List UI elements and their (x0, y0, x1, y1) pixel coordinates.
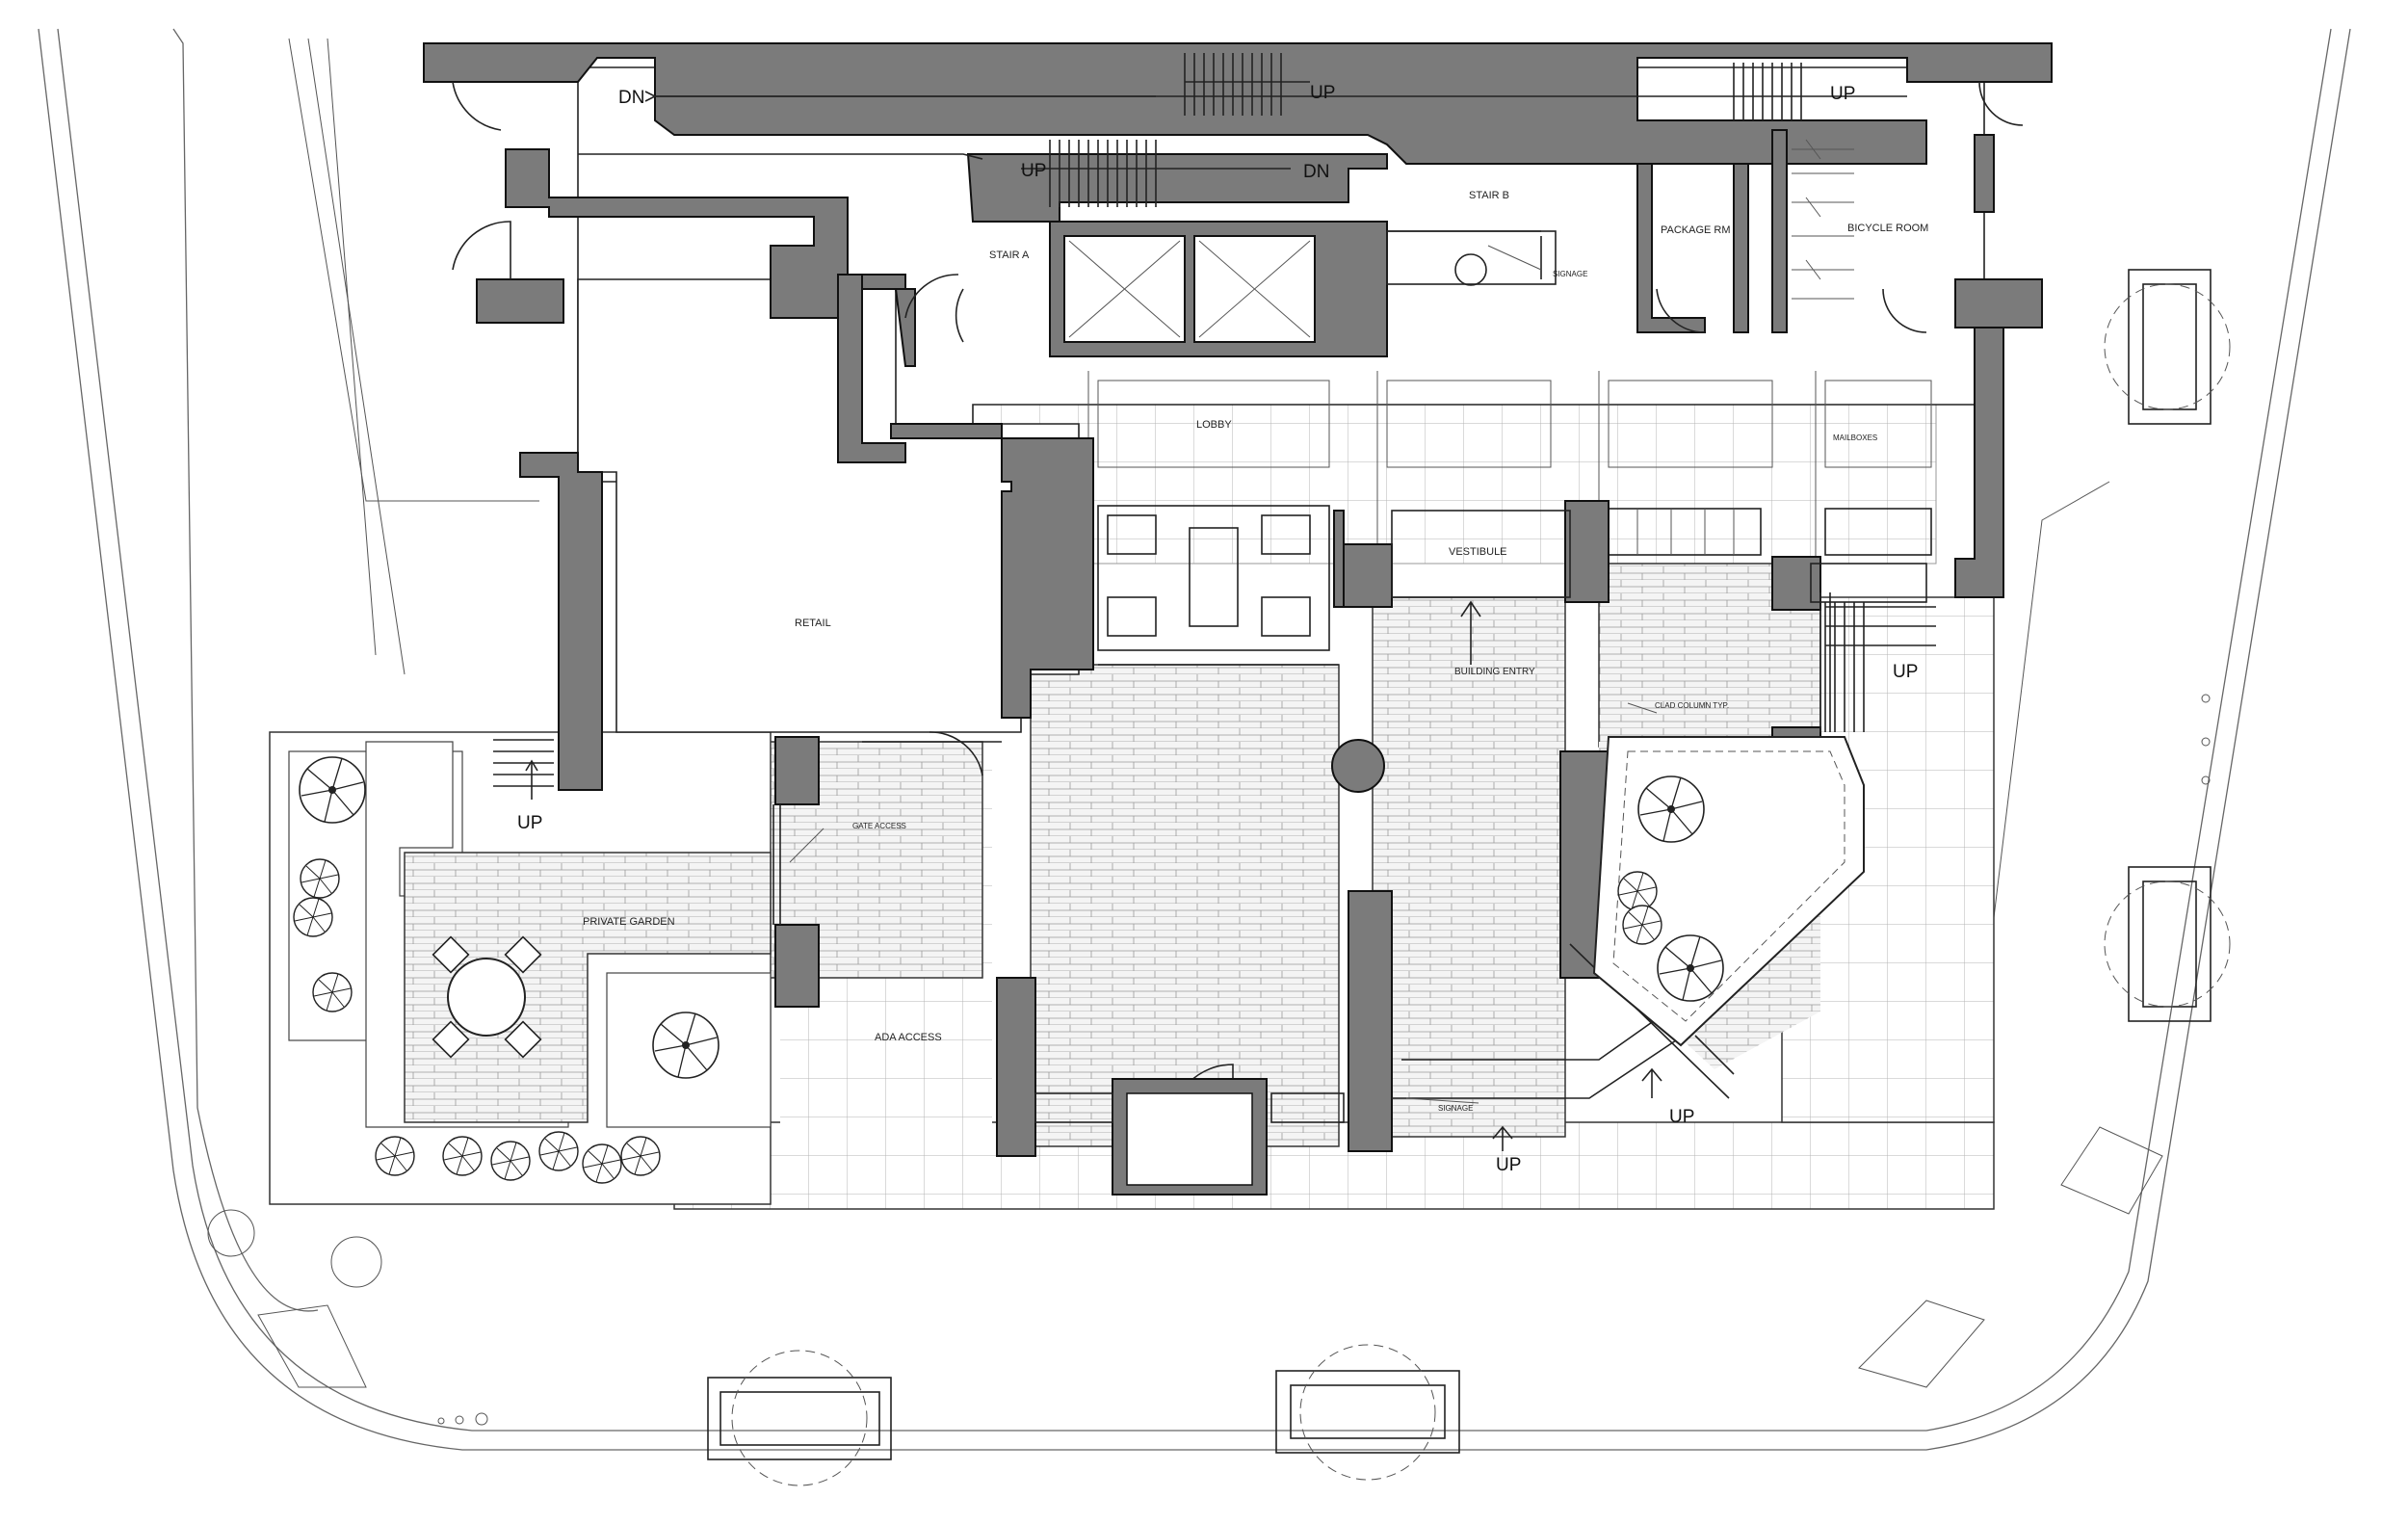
label-signage-top: SIGNAGE (1553, 270, 1587, 278)
label-up-top-right: UP (1830, 84, 1855, 104)
label-up-top-mid: UP (1310, 83, 1335, 103)
label-private-garden: PRIVATE GARDEN (583, 916, 675, 928)
private-garden (269, 731, 772, 1205)
label-ada-access: ADA ACCESS (875, 1032, 942, 1043)
plaza-shrubs (1034, 563, 1927, 1123)
street-tree-pits (707, 269, 2231, 1486)
label-up-ramp-bottom: UP (1496, 1155, 1521, 1175)
interior-details (452, 53, 2024, 1196)
dining-table (432, 935, 542, 1059)
label-up-stair-a: UP (1021, 161, 1046, 181)
label-retail: RETAIL (795, 617, 831, 629)
label-bicycle-room: BICYCLE ROOM (1847, 223, 1928, 234)
label-up-east: UP (1893, 662, 1918, 682)
label-dn-top: DN (618, 88, 644, 108)
label-up-ramp-right: UP (1669, 1107, 1694, 1127)
site-boundary (38, 28, 2351, 1451)
label-vestibule: VESTIBULE (1449, 546, 1507, 558)
plan-labels: DN UP UP UP DN STAIR A STAIR B PACKAGE R… (517, 83, 1928, 1175)
label-mailboxes: MAILBOXES (1833, 434, 1877, 442)
label-lobby: LOBBY (1196, 419, 1232, 431)
label-stair-a: STAIR A (989, 250, 1030, 261)
label-clad-column: CLAD COLUMN TYP. (1655, 701, 1729, 710)
label-building-entry: BUILDING ENTRY (1454, 667, 1535, 677)
label-up-garden: UP (517, 813, 542, 833)
label-signage-bottom: SIGNAGE (1438, 1104, 1473, 1113)
label-stair-b: STAIR B (1469, 190, 1509, 201)
label-dn-stair-a: DN (1303, 162, 1329, 182)
east-planter (1592, 736, 1865, 1047)
label-gate-access: GATE ACCESS (852, 822, 906, 830)
label-package-rm: PACKAGE RM (1661, 224, 1731, 236)
